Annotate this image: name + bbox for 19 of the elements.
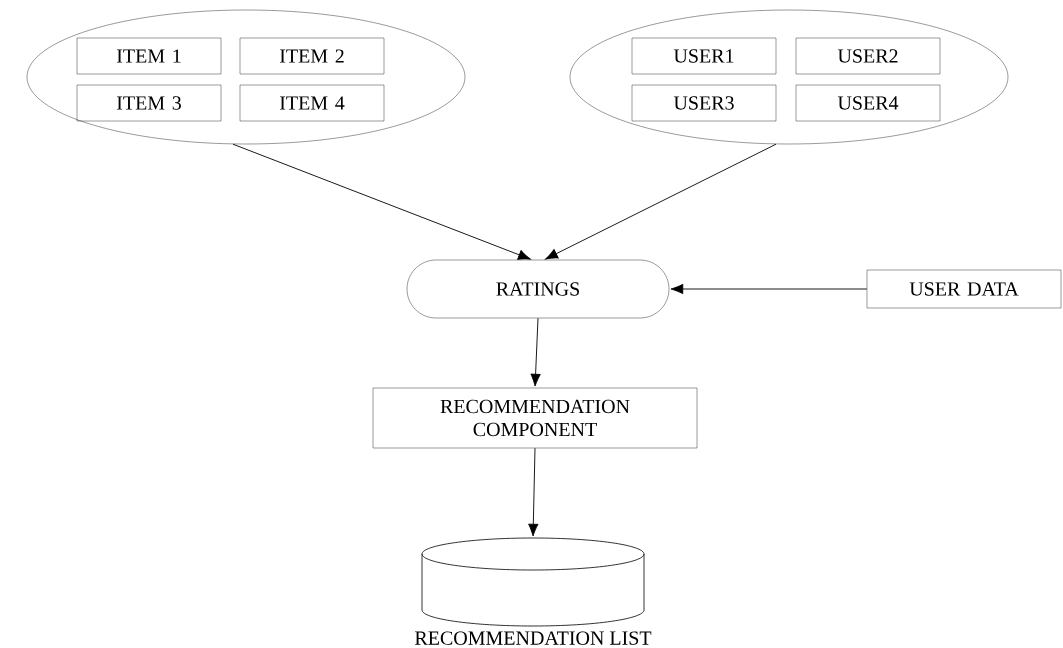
database-cylinder [421,537,645,627]
process-box: USER4 [795,84,941,122]
group-ellipse [569,9,1009,145]
arrow [670,283,868,295]
process-box: USER1 [631,37,777,75]
process-box: ITEM 3 [76,84,222,122]
arrow [528,447,539,537]
process-box: USER2 [795,37,941,75]
process-box: ITEM 2 [239,37,385,75]
process-box: ITEM 4 [239,84,385,122]
arrow [232,143,531,260]
process-box: ITEM 1 [76,37,222,75]
node-label: RECOMMENDATION LIST [415,631,652,645]
process-box: USER3 [631,84,777,122]
process-box: RECOMMENDATION COMPONENT [372,387,698,449]
process-box: USER DATA [866,269,1062,309]
arrow [530,317,541,387]
arrow [545,143,777,260]
group-ellipse [26,9,466,145]
